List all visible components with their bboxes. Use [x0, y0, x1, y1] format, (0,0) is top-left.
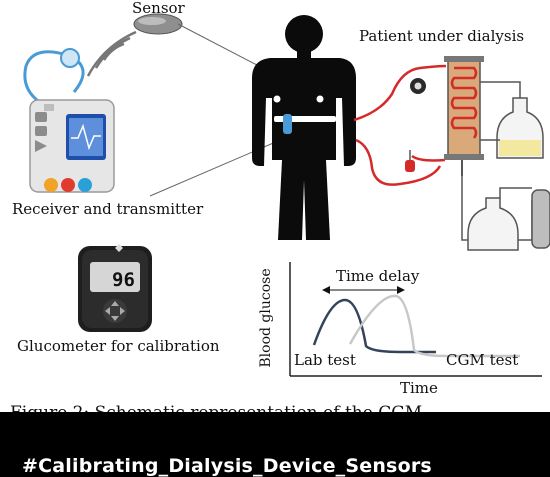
- body-markers: [273, 95, 336, 134]
- cgm-test-curve: [348, 294, 520, 358]
- graph-ylabel: Blood glucose: [258, 268, 274, 367]
- cgm-schematic-figure: Sensor: [0, 0, 550, 423]
- hashtag-title: #Calibrating_Dialysis_Device_Sensors: [22, 455, 432, 477]
- cgm-test-legend: CGM test: [446, 351, 518, 369]
- time-delay-label: Time delay: [336, 267, 420, 285]
- patient-silhouette: [252, 15, 356, 240]
- graph-xlabel: Time: [400, 379, 438, 397]
- receiver-device: [23, 48, 115, 193]
- sensor-label: Sensor: [132, 0, 186, 17]
- lab-test-curve: [312, 298, 436, 354]
- fluid-flasks: [461, 81, 550, 251]
- wireless-signal-icon: [86, 30, 137, 77]
- receiver-label: Receiver and transmitter: [12, 200, 204, 218]
- glucometer-device: [78, 244, 152, 332]
- patient-label: Patient under dialysis: [359, 27, 524, 45]
- glucose-graph: [289, 262, 542, 377]
- glucometer-label: Glucometer for calibration: [17, 337, 220, 355]
- sensor-illustration: [133, 13, 183, 35]
- hashtag-bar: [0, 412, 550, 477]
- receiver-pointer-line: [149, 137, 286, 197]
- glucometer-reading: 96: [112, 269, 135, 291]
- dialyzer-column: [405, 56, 484, 176]
- dialysis-tubing: [353, 64, 447, 186]
- lab-test-legend: Lab test: [294, 351, 356, 369]
